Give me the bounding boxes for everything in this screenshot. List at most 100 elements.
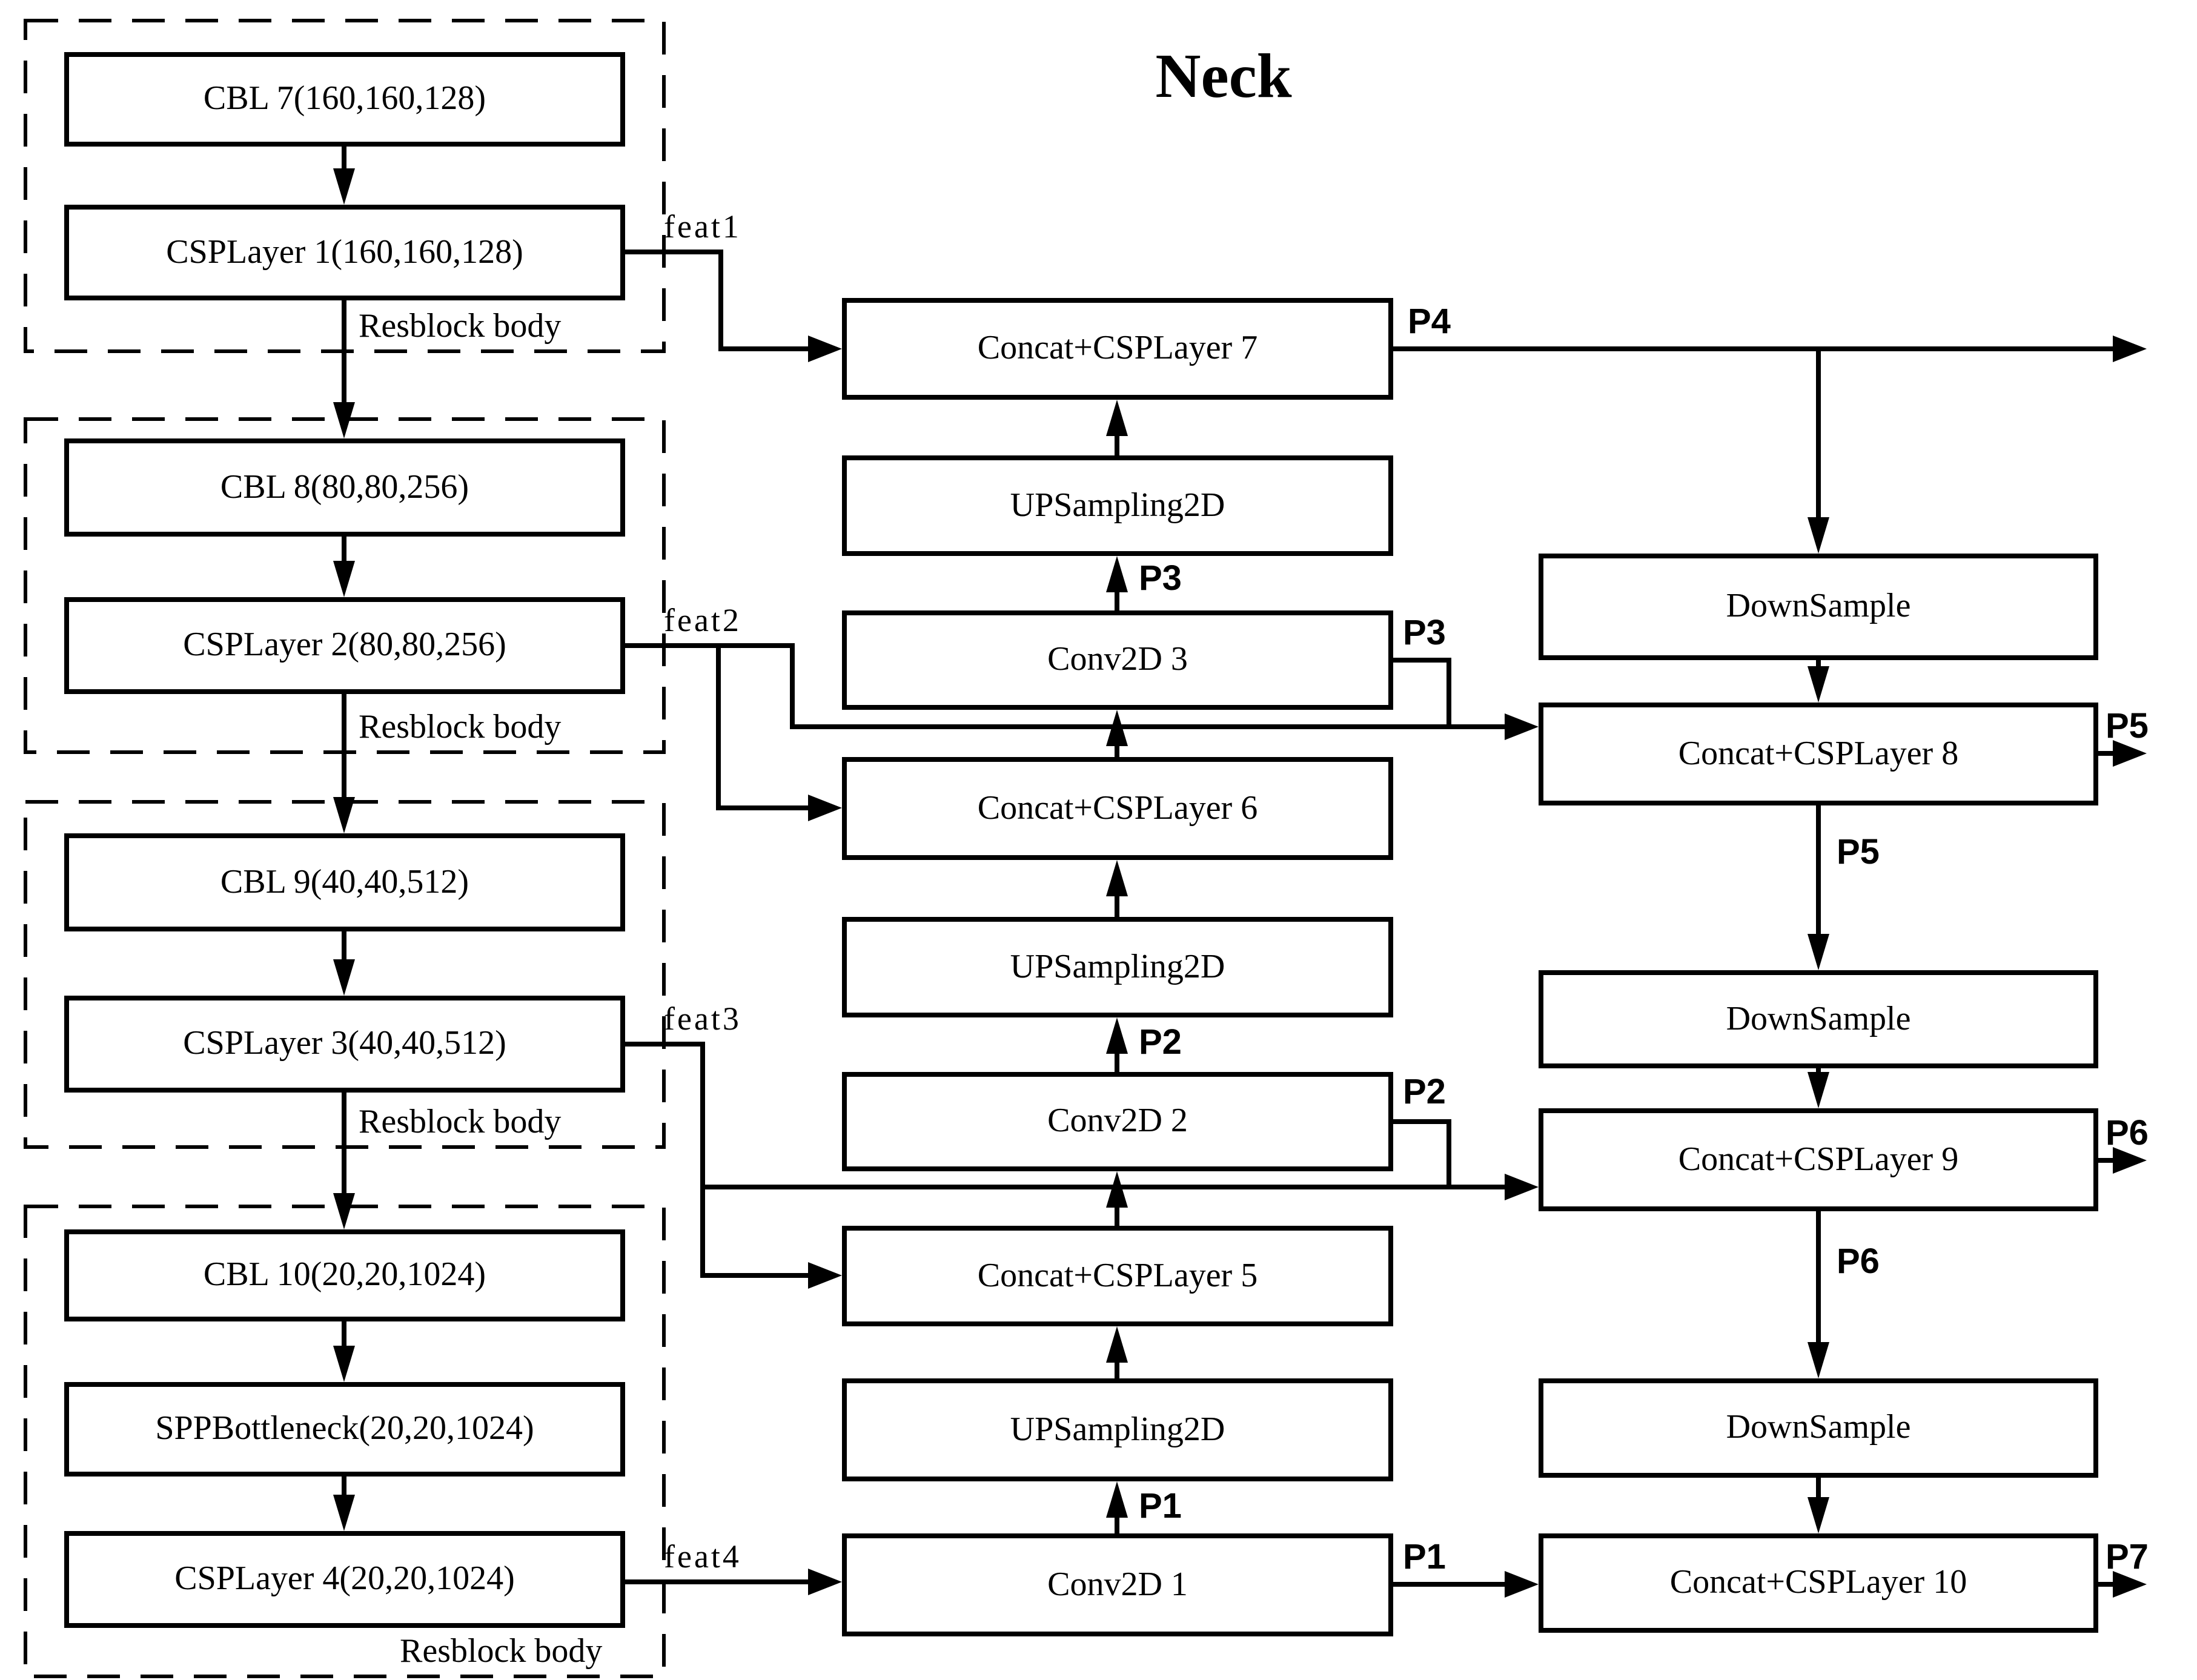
node-label: DownSample — [1726, 1000, 1911, 1037]
p2-label-out: P2 — [1403, 1073, 1446, 1112]
arrow-concat9-to-downsample3 — [1808, 1211, 1829, 1378]
node-cbl9: CBL 9(40,40,512) — [64, 833, 625, 931]
resblock-body-label-2: Resblock body — [359, 709, 562, 746]
node-label: Concat+CSPLayer 7 — [977, 329, 1258, 367]
node-label: DownSample — [1726, 587, 1911, 625]
arrow-csplayer3-to-cbl10 — [333, 1093, 355, 1229]
p7-label-out: P7 — [2106, 1538, 2149, 1577]
edge-line — [625, 643, 1505, 729]
resblock-body-label-1: Resblock body — [359, 308, 562, 345]
node-label: Conv2D 3 — [1047, 641, 1188, 678]
arrowhead-down-icon — [333, 1193, 355, 1229]
edge-p4-drop-to-downsample1 — [1808, 349, 1829, 554]
arrowhead-down-icon — [333, 797, 355, 833]
resblock-frame-4-rect — [24, 1205, 666, 1678]
node-csplayer1: CSPLayer 1(160,160,128) — [64, 205, 625, 300]
node-cbl10: CBL 10(20,20,1024) — [64, 1229, 625, 1321]
edge-p2-drop-to-concat9 — [1393, 1119, 1451, 1187]
arrowhead-up-icon — [1106, 1481, 1128, 1518]
edge-p1-to-concat10 — [1393, 1571, 1539, 1598]
node-label: Concat+CSPLayer 9 — [1678, 1140, 1959, 1178]
p5-label-down: P5 — [1837, 833, 1880, 872]
edge-feat3-to-concat5 — [625, 1042, 842, 1289]
node-csplayer4: CSPLayer 4(20,20,1024) — [64, 1531, 625, 1628]
node-csplayer3: CSPLayer 3(40,40,512) — [64, 996, 625, 1093]
p4-label: P4 — [1408, 303, 1451, 342]
node-label: CBL 10(20,20,1024) — [203, 1256, 486, 1294]
arrowhead-right-icon — [2113, 336, 2147, 362]
node-label: CSPLayer 1(160,160,128) — [166, 233, 523, 271]
node-label: Concat+CSPLayer 8 — [1678, 735, 1959, 772]
node-label: UPSampling2D — [1010, 948, 1225, 985]
node-label: CBL 9(40,40,512) — [220, 863, 469, 901]
arrow-concat6-to-conv3 — [1106, 710, 1128, 757]
arrowhead-down-icon — [333, 1346, 355, 1382]
p3-label-mid: P3 — [1139, 560, 1182, 598]
node-conv2d1: Conv2D 1 — [842, 1533, 1393, 1636]
node-label: Concat+CSPLayer 6 — [977, 789, 1258, 827]
node-label: UPSampling2D — [1010, 1410, 1225, 1448]
arrow-conv1-to-upsampling-bottom — [1106, 1481, 1128, 1533]
edge-p5-out — [2098, 740, 2147, 767]
arrow-downsample1-to-concat8 — [1808, 660, 1829, 703]
arrowhead-down-icon — [333, 168, 355, 205]
p6-label-out: P6 — [2106, 1114, 2149, 1153]
edge-feat1-to-concat7 — [625, 250, 842, 362]
arrow-concat8-to-downsample2 — [1808, 805, 1829, 970]
node-label: SPPBottleneck(20,20,1024) — [155, 1410, 534, 1447]
node-conv2d2: Conv2D 2 — [842, 1072, 1393, 1171]
node-label: CBL 8(80,80,256) — [220, 468, 469, 506]
arrow-upsampling-top-to-concat7 — [1106, 400, 1128, 455]
feat1-label: feat1 — [664, 208, 741, 245]
node-downsample1: DownSample — [1539, 554, 2098, 660]
arrow-cbl8-to-csplayer2 — [333, 537, 355, 597]
arrow-conv3-to-upsampling-top — [1106, 556, 1128, 610]
node-label: CSPLayer 4(20,20,1024) — [174, 1560, 515, 1598]
arrowhead-right-icon — [1505, 1571, 1539, 1598]
node-downsample2: DownSample — [1539, 970, 2098, 1068]
arrow-downsample2-to-concat9 — [1808, 1068, 1829, 1108]
node-label: Conv2D 2 — [1047, 1102, 1188, 1140]
p6-label-down: P6 — [1837, 1243, 1880, 1281]
edge-p6-out — [2098, 1147, 2147, 1174]
arrow-downsample3-to-concat10 — [1808, 1478, 1829, 1533]
node-concat-csplayer10: Concat+CSPLayer 10 — [1539, 1533, 2098, 1633]
arrowhead-up-icon — [1106, 860, 1128, 896]
arrowhead-down-icon — [1808, 934, 1829, 970]
arrowhead-down-icon — [333, 959, 355, 996]
arrowhead-right-icon — [808, 1569, 842, 1595]
edge-line — [625, 1042, 808, 1278]
node-concat-csplayer9: Concat+CSPLayer 9 — [1539, 1108, 2098, 1211]
edge-line — [716, 646, 808, 810]
node-concat-csplayer5: Concat+CSPLayer 5 — [842, 1226, 1393, 1326]
arrow-concat5-to-conv2 — [1106, 1171, 1128, 1226]
arrowhead-right-icon — [1505, 713, 1539, 740]
arrowhead-down-icon — [1808, 666, 1829, 703]
edge-p7-out — [2098, 1571, 2147, 1598]
edge-feat2-to-concat6 — [716, 646, 842, 821]
arrow-cbl7-to-csplayer1 — [333, 147, 355, 205]
arrowhead-up-icon — [1106, 556, 1128, 592]
node-csplayer2: CSPLayer 2(80,80,256) — [64, 597, 625, 694]
node-concat-csplayer8: Concat+CSPLayer 8 — [1539, 703, 2098, 805]
arrowhead-right-icon — [808, 795, 842, 821]
arrow-sppbottleneck-to-csplayer4 — [333, 1477, 355, 1531]
feat3-label: feat3 — [664, 1000, 741, 1037]
node-cbl8: CBL 8(80,80,256) — [64, 438, 625, 537]
node-label: CSPLayer 2(80,80,256) — [183, 626, 506, 664]
arrowhead-right-icon — [2113, 1571, 2147, 1598]
node-label: Conv2D 1 — [1047, 1566, 1188, 1603]
node-concat-csplayer7: Concat+CSPLayer 7 — [842, 298, 1393, 400]
node-label: Concat+CSPLayer 10 — [1669, 1564, 1967, 1601]
arrowhead-down-icon — [333, 1495, 355, 1531]
arrow-conv2-to-upsampling-mid — [1106, 1017, 1128, 1072]
arrowhead-right-icon — [808, 336, 842, 362]
diagram-title: Neck — [1155, 42, 1292, 111]
edge-p4-out — [1393, 336, 2147, 362]
arrowhead-down-icon — [333, 561, 355, 597]
node-upsampling-top: UPSampling2D — [842, 455, 1393, 556]
arrowhead-right-icon — [2113, 1147, 2147, 1174]
feat2-label: feat2 — [664, 602, 741, 638]
